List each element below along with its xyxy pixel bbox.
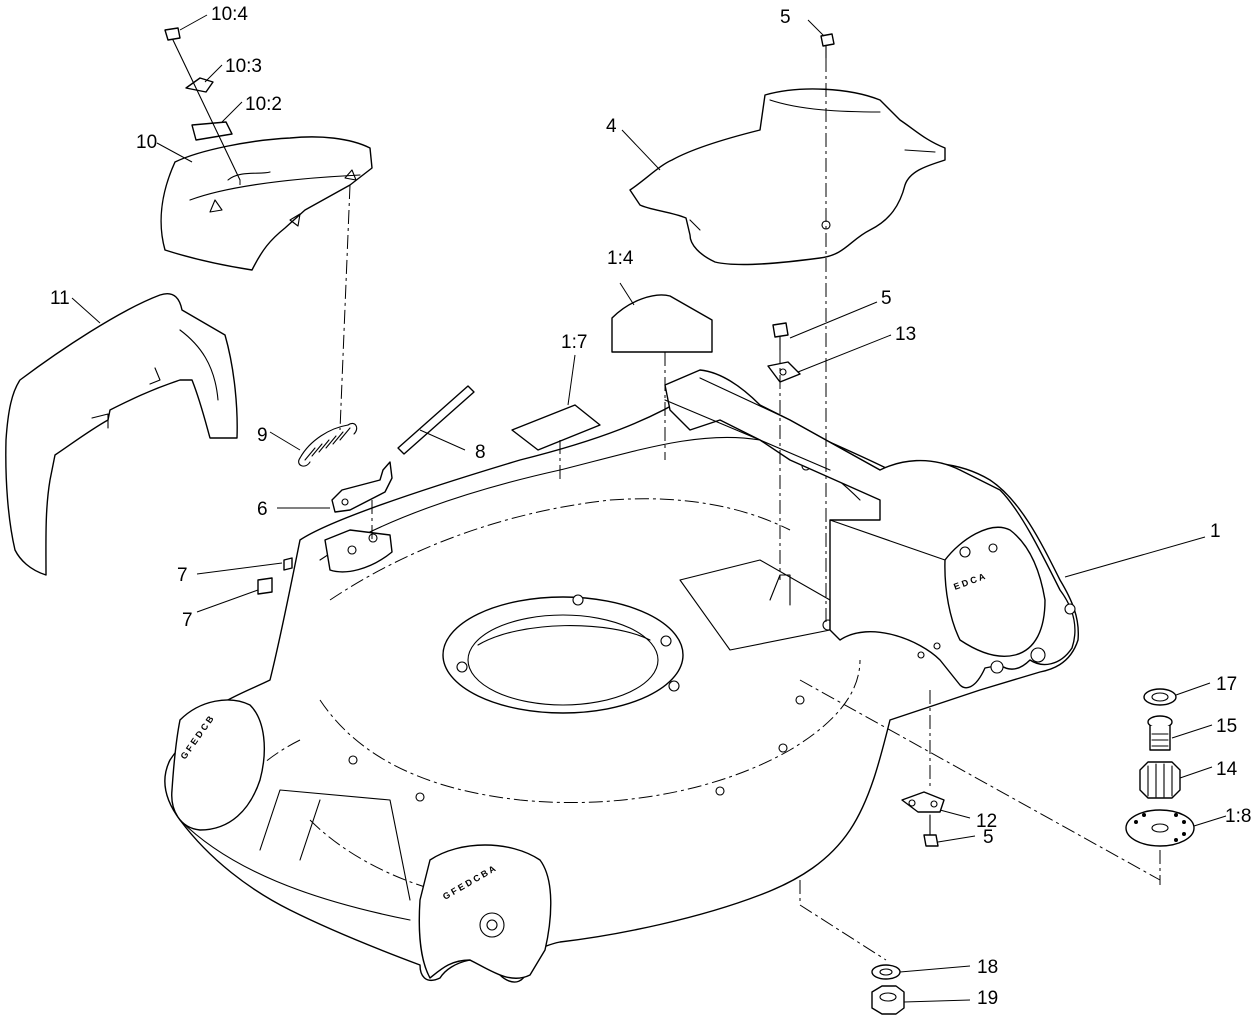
screw-10-4 — [164, 27, 241, 181]
callout-18: 18 — [977, 957, 998, 978]
callout-7b: 7 — [182, 610, 193, 631]
mower-deck-housing: G F E D C B G F E D C B A E D C A — [164, 369, 1080, 983]
decal-1-4 — [611, 294, 713, 353]
callout-10-4: 10:4 — [211, 4, 248, 25]
callout-19: 19 — [977, 988, 998, 1009]
deflector-plate-4 — [629, 88, 946, 266]
callout-1-7: 1:7 — [561, 332, 587, 353]
callout-9: 9 — [257, 425, 268, 446]
plate-13 — [767, 361, 801, 383]
callout-7a: 7 — [177, 565, 188, 586]
callout-5c: 5 — [983, 827, 994, 848]
callout-17: 17 — [1216, 674, 1237, 695]
callout-11: 11 — [50, 288, 70, 309]
callout-1-4: 1:4 — [607, 248, 634, 269]
callout-5a: 5 — [780, 7, 791, 28]
callout-4: 4 — [606, 116, 617, 137]
knob-14 — [1139, 761, 1181, 799]
bracket-12 — [901, 791, 945, 813]
height-plate-1-8 — [1125, 809, 1195, 847]
bolt-5-bottom — [923, 814, 939, 847]
bolt-5-top — [820, 33, 835, 59]
decal-1-7 — [511, 404, 601, 451]
callout-10-3: 10:3 — [225, 56, 262, 77]
rear-flap-10 — [160, 136, 373, 271]
screw-7b — [257, 577, 273, 595]
callout-1: 1 — [1210, 521, 1221, 542]
lock-washer-18 — [871, 964, 901, 980]
washer-10-3 — [185, 77, 214, 93]
callout-14: 14 — [1216, 759, 1238, 780]
leader-lines — [71, 14, 1227, 1003]
screw-7a — [283, 557, 293, 571]
callout-8: 8 — [475, 442, 486, 463]
rod-8 — [397, 385, 475, 455]
callout-5b: 5 — [881, 288, 892, 309]
callout-10-2: 10:2 — [245, 94, 282, 115]
callout-6: 6 — [257, 499, 268, 520]
callout-15: 15 — [1216, 716, 1237, 737]
callout-10: 10 — [136, 132, 157, 153]
spring-9 — [298, 422, 358, 467]
bolt-5-mid — [772, 322, 789, 351]
cap-17 — [1143, 688, 1177, 706]
callout-13: 13 — [895, 324, 916, 345]
nut-19 — [871, 985, 905, 1015]
callout-1-8: 1:8 — [1225, 806, 1251, 827]
hinge-bracket-10-2 — [191, 121, 233, 141]
callout-labels: 10:4 10:3 10:2 10 11 9 8 6 7 7 1:7 1:4 4… — [50, 4, 1251, 1009]
shaft-15 — [1147, 715, 1173, 751]
callout-12: 12 — [976, 811, 997, 832]
bracket-6 — [331, 461, 393, 513]
discharge-cover-11 — [5, 293, 238, 576]
assembly-lines — [239, 58, 1161, 961]
